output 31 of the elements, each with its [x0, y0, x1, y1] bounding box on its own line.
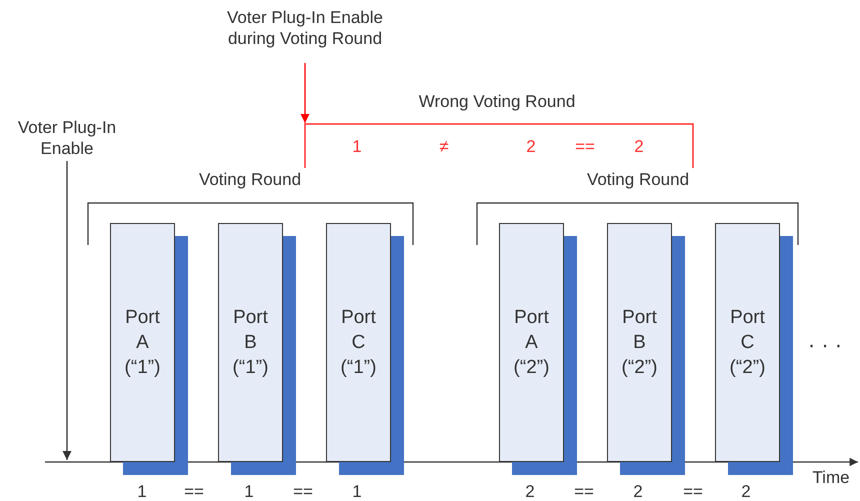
port-block: Port A (“1”)	[110, 223, 175, 462]
port-block: Port B (“1”)	[218, 223, 283, 462]
port-block: Port A (“2”)	[499, 223, 564, 462]
bracket	[304, 123, 694, 168]
vote-value: 2	[634, 137, 644, 157]
port-block: Port B (“2”)	[607, 223, 672, 462]
axis-label: Time	[812, 468, 850, 488]
vote-value: 1	[244, 482, 254, 501]
bracket-label: Voting Round	[586, 170, 690, 190]
comparison-sign: ==	[574, 482, 594, 501]
vote-value: 2	[525, 482, 535, 501]
port-block: Port C (“2”)	[715, 223, 780, 462]
port-block: Port C (“1”)	[326, 223, 391, 462]
vote-value: 2	[526, 137, 536, 157]
comparison-sign: ==	[184, 482, 204, 501]
comparison-sign: ==	[683, 482, 703, 501]
comparison-sign: ≠	[439, 137, 449, 157]
annotation-text: Voter Plug-In Enable	[7, 116, 127, 160]
vote-value: 2	[633, 482, 643, 501]
bracket-label: Voting Round	[198, 170, 302, 190]
annotation-text: Voter Plug-In Enable during Voting Round	[205, 5, 405, 51]
comparison-sign: ==	[293, 482, 313, 501]
vote-value: 1	[352, 482, 362, 501]
vote-value: 1	[137, 482, 147, 501]
bracket-label: Wrong Voting Round	[418, 92, 576, 112]
arrow	[300, 63, 310, 123]
ellipsis: · · ·	[808, 332, 842, 358]
vote-value: 2	[741, 482, 751, 501]
arrow	[62, 161, 72, 460]
comparison-sign: ==	[575, 137, 595, 157]
vote-value: 1	[352, 137, 362, 157]
